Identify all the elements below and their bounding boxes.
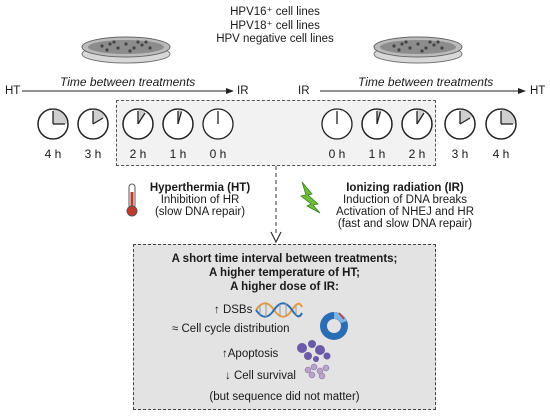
right-start-label: IR xyxy=(298,85,310,97)
ionizing-title: Ionizing radiation (IR) xyxy=(346,182,464,194)
clock-right-label-4: 3 h xyxy=(451,147,469,161)
down-arrow-icon xyxy=(270,231,282,244)
clock-left-4-icon xyxy=(162,108,194,140)
clock-left-label-3: 2 h xyxy=(129,147,147,161)
timeline-arrows xyxy=(22,88,526,94)
clock-left-2-icon xyxy=(77,108,109,140)
condition-2: A higher temperature of HT; xyxy=(208,267,360,279)
petri-dish-left-icon xyxy=(81,36,171,64)
clock-right-4-icon xyxy=(444,108,476,140)
left-end-label: IR xyxy=(237,85,249,97)
summary-box xyxy=(133,244,436,410)
cell-cycle-icon xyxy=(320,312,348,340)
clock-right-1-icon xyxy=(321,108,353,140)
clock-right-label-3: 2 h xyxy=(408,147,426,161)
clock-right-2-icon xyxy=(361,108,393,140)
right-time-label: Time between treatments xyxy=(358,75,494,89)
survival-label: ↓ Cell survival xyxy=(225,370,296,382)
clock-right-label-1: 0 h xyxy=(328,147,346,161)
hyperthermia-line-2: (slow DNA repair) xyxy=(154,206,246,218)
petri-dish-right-icon xyxy=(373,36,463,64)
left-time-label: Time between treatments xyxy=(60,75,196,89)
clock-left-3-icon xyxy=(122,108,154,140)
condition-3: A higher dose of IR: xyxy=(230,281,339,293)
lightning-icon xyxy=(300,181,321,214)
dna-helix-icon xyxy=(255,302,303,318)
connector-arrow xyxy=(270,166,282,244)
hyperthermia-title: Hyperthermia (HT) xyxy=(149,182,251,194)
summary-conditions: A short time interval between treatments… xyxy=(133,252,436,294)
ionizing-line-2: Activation of NHEJ and HR xyxy=(335,206,475,218)
ionizing-line-3: (fast and slow DNA repair) xyxy=(337,218,473,230)
clock-right-label-2: 1 h xyxy=(368,147,386,161)
cell-line-3: HPV negative cell lines xyxy=(216,33,334,45)
clock-left-5-icon xyxy=(202,108,234,140)
summary-note: (but sequence did not matter) xyxy=(209,391,360,403)
clock-right-5-icon xyxy=(485,108,517,140)
apoptosis-icon xyxy=(297,340,331,362)
cell-cycle-label: ≈ Cell cycle distribution xyxy=(172,323,290,335)
condition-1: A short time interval between treatments… xyxy=(171,253,398,265)
dsbs-label: ↑ DSBs xyxy=(214,304,253,316)
clock-left-label-2: 3 h xyxy=(84,147,102,161)
ionizing-block: Ionizing radiation (IR) Induction of DNA… xyxy=(316,182,494,230)
left-start-label: HT xyxy=(5,85,21,97)
right-end-label: HT xyxy=(530,85,546,97)
clock-right-3-icon xyxy=(401,108,433,140)
ionizing-line-1: Induction of DNA breaks xyxy=(342,194,467,206)
cell-line-1: HPV16⁺ cell lines xyxy=(230,6,320,18)
right-arrow-head-icon xyxy=(518,88,526,94)
left-arrow-head-icon xyxy=(226,88,234,94)
cell-lines-list: HPV16⁺ cell lines HPV18⁺ cell lines HPV … xyxy=(180,6,370,47)
clock-left-label-1: 4 h xyxy=(44,147,62,161)
summary-note-wrap: (but sequence did not matter) xyxy=(133,390,436,404)
clock-left-label-4: 1 h xyxy=(169,147,187,161)
cell-colony-icon xyxy=(304,363,330,380)
hyperthermia-block: Hyperthermia (HT) Inhibition of HR (slow… xyxy=(142,182,258,218)
clock-right-label-5: 4 h xyxy=(492,147,510,161)
clock-left-label-5: 0 h xyxy=(209,147,227,161)
hyperthermia-line-1: Inhibition of HR xyxy=(160,194,240,206)
thermometer-icon xyxy=(126,183,138,217)
cell-line-2: HPV18⁺ cell lines xyxy=(230,19,320,32)
clock-left-1-icon xyxy=(37,108,69,140)
apoptosis-label: ↑Apoptosis xyxy=(222,348,279,360)
